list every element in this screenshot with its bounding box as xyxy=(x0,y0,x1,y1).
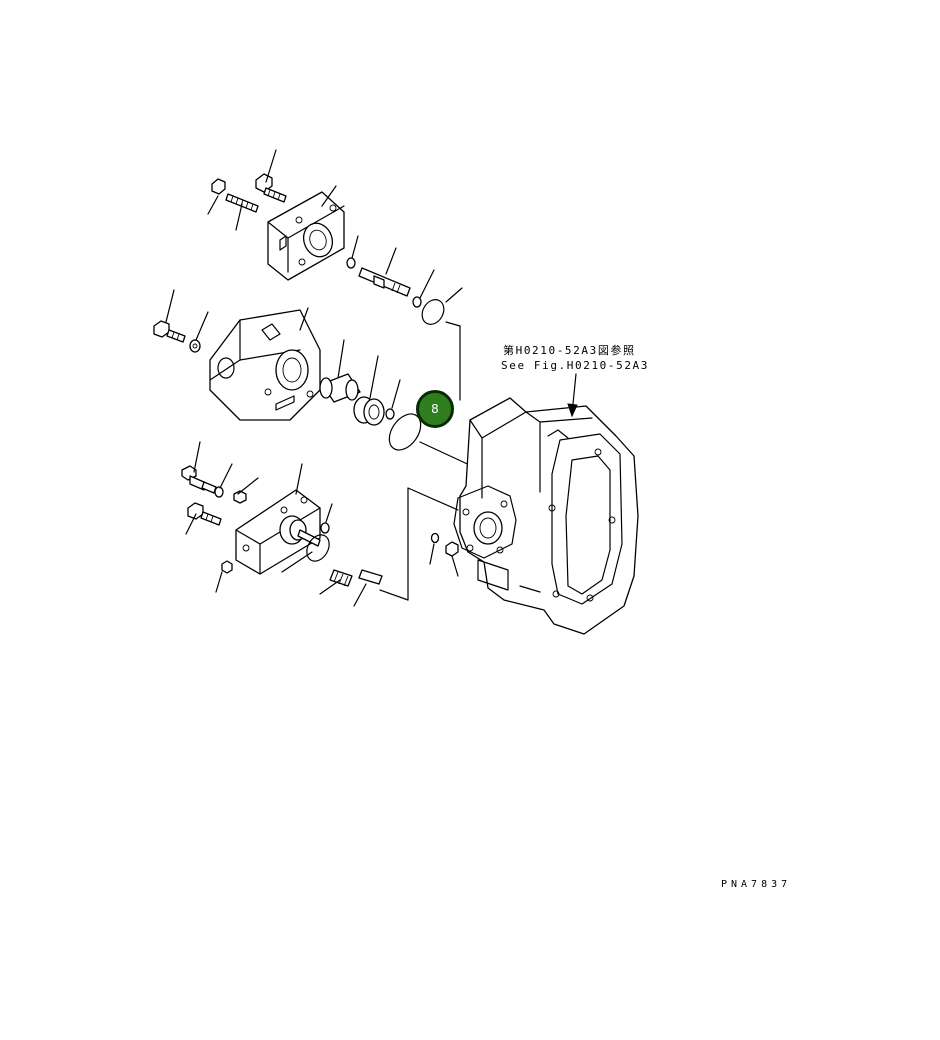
top-nut-stud xyxy=(211,178,259,213)
small-o-ring xyxy=(214,486,224,498)
lower-cover xyxy=(235,489,321,575)
reference-note-jp: 第H0210-52A3図参照 xyxy=(503,344,636,357)
small-o-ring xyxy=(320,522,330,534)
top-cover-group xyxy=(207,149,463,325)
small-o-ring xyxy=(412,296,422,308)
pin xyxy=(358,569,383,585)
bushing xyxy=(319,373,361,403)
lower-bolt xyxy=(187,502,222,526)
transmission-housing xyxy=(453,397,639,635)
plug xyxy=(445,541,459,557)
top-bolt xyxy=(255,173,287,203)
small-o-ring xyxy=(430,532,440,544)
middle-pump-group xyxy=(153,289,422,451)
pump-body xyxy=(209,309,321,421)
lower-cover-group xyxy=(181,441,383,607)
small-o-ring xyxy=(385,408,395,420)
middle-bolt xyxy=(153,320,186,343)
plug xyxy=(233,490,247,504)
washer xyxy=(189,339,201,353)
small-o-ring xyxy=(346,257,356,269)
lower-stud-1 xyxy=(181,465,217,494)
drive-shaft xyxy=(358,267,411,297)
o-ring xyxy=(306,534,330,562)
reference-note-en: See Fig.H0210-52A3 xyxy=(501,359,650,372)
o-ring xyxy=(421,299,445,325)
spline-coupling xyxy=(329,569,353,587)
callout-label: 8 xyxy=(431,402,439,416)
top-cover xyxy=(267,191,345,281)
bearing xyxy=(353,396,385,426)
plug xyxy=(221,560,233,574)
figure-code: PNA7837 xyxy=(721,879,792,890)
part-callout-8[interactable]: 8 xyxy=(416,390,454,428)
